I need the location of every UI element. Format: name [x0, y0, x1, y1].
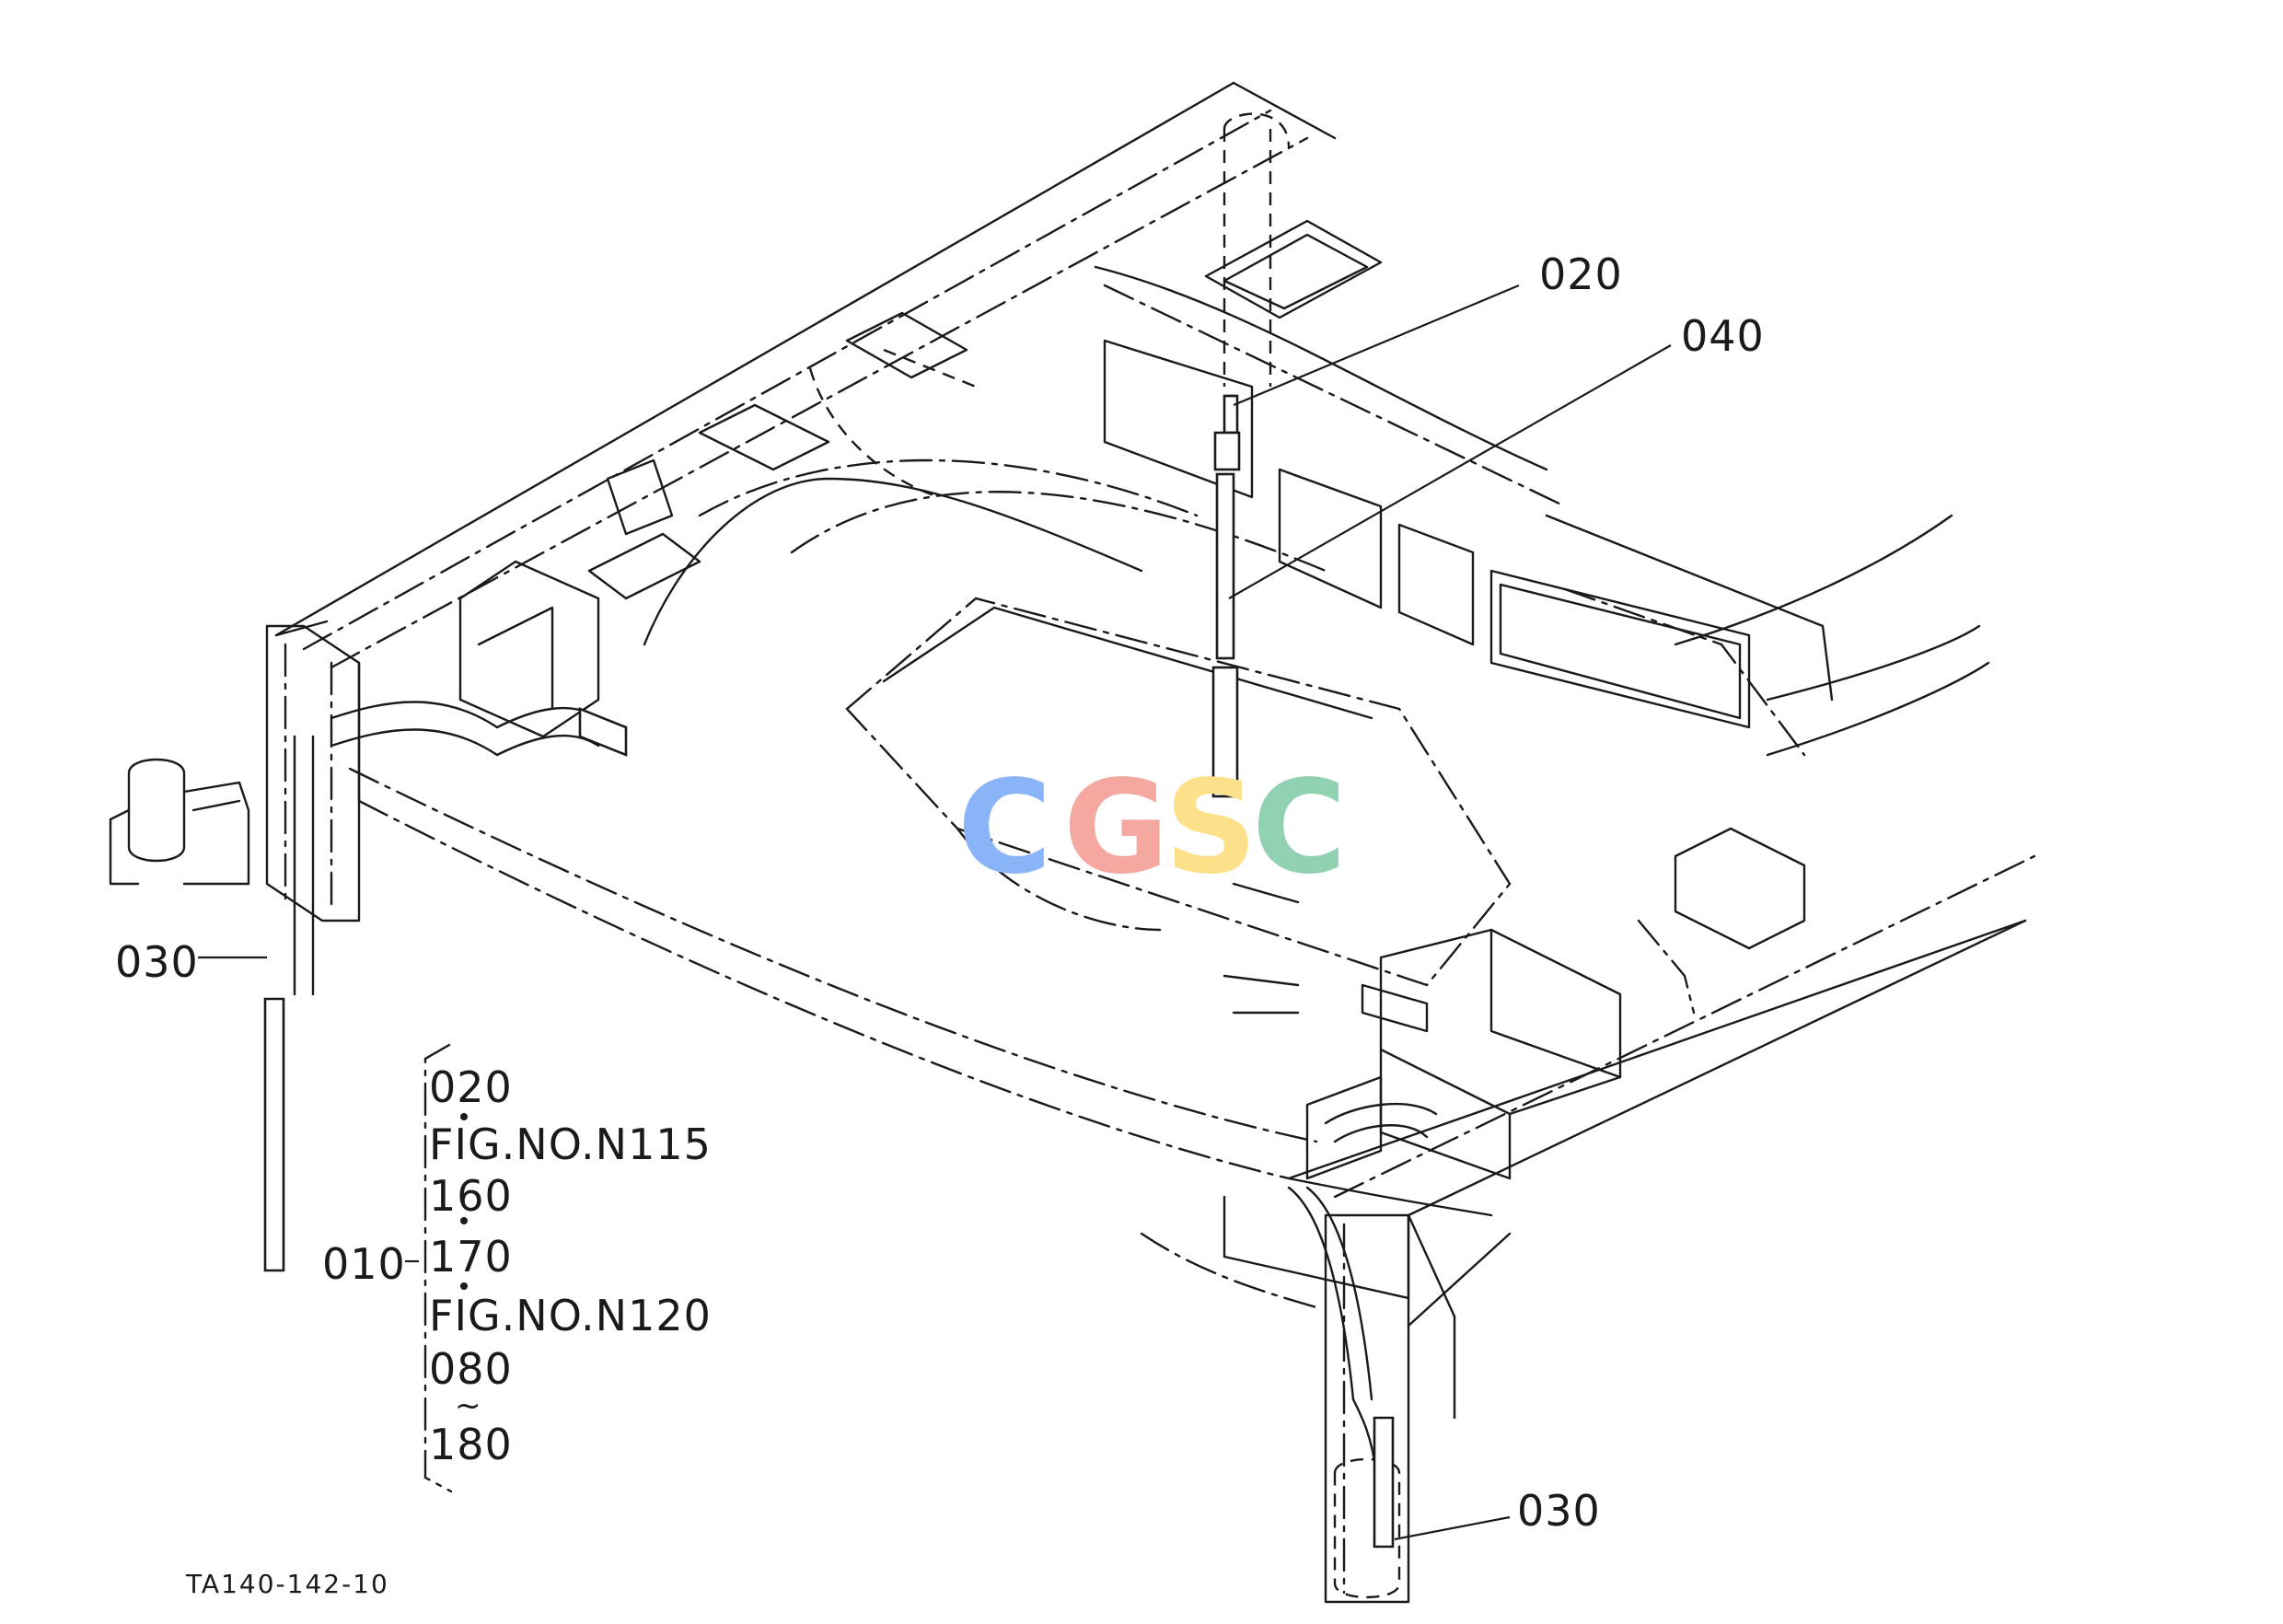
- separator-dot: [460, 1217, 468, 1224]
- callout-010: 010: [322, 1239, 406, 1289]
- cab-frame-outline: [109, 81, 2036, 1604]
- assembly-item: 020: [429, 1062, 513, 1112]
- drawing-code: TA140-142-10: [186, 1569, 389, 1599]
- watermark-letter: S: [1165, 753, 1257, 903]
- range-mark: ~: [455, 1387, 481, 1424]
- callout-030-left: 030: [115, 937, 199, 987]
- drain-hose-right: [1287, 1102, 1438, 1549]
- watermark-letter: C: [957, 753, 1052, 903]
- separator-dot: [460, 1113, 468, 1120]
- drain-hose-left: [263, 701, 628, 1272]
- callout-040: 040: [1681, 311, 1765, 361]
- assembly-item: 080: [429, 1344, 513, 1394]
- assembly-item: 160: [429, 1171, 513, 1221]
- assembly-item: 180: [429, 1420, 513, 1469]
- watermark-letter: C: [1252, 753, 1347, 903]
- assembly-item: 170: [429, 1232, 513, 1282]
- assembly-item: FIG.NO.N115: [429, 1119, 712, 1169]
- assembly-item: FIG.NO.N120: [429, 1291, 712, 1340]
- callout-leaders: [198, 284, 1672, 1541]
- bracket-icon: [423, 1043, 453, 1493]
- callout-020: 020: [1539, 249, 1623, 299]
- watermark-letter: G: [1063, 753, 1169, 903]
- callout-030-right: 030: [1517, 1486, 1601, 1536]
- drain-pipe-center: [1211, 394, 1241, 798]
- separator-dot: [460, 1282, 468, 1290]
